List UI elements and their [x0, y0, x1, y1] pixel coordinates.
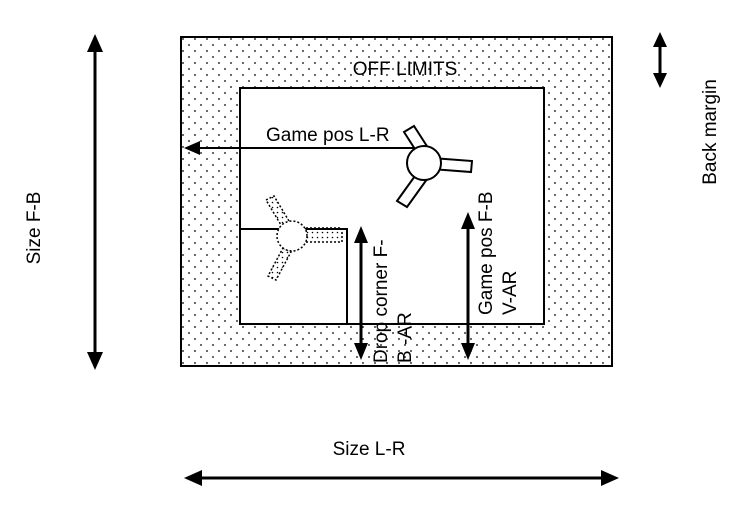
game-pos-lr-arrow — [184, 141, 420, 155]
game-pos-lr-label: Game pos L-R — [266, 125, 390, 146]
size-fb-label: Size F-B — [24, 192, 45, 265]
back-margin-label: Back margin — [700, 79, 721, 185]
back-margin-arrow — [653, 32, 667, 88]
drop-corner-label-line2: B -AR — [395, 312, 416, 363]
game-pos-fb-arrow — [461, 212, 475, 360]
drop-corner-arrow — [354, 226, 368, 360]
size-lr-arrow — [184, 470, 619, 486]
robot-game-position — [395, 124, 474, 209]
drop-corner-label-line1: Drop corner F- — [371, 239, 392, 363]
off-limits-label: OFF LIMITS — [353, 59, 458, 80]
size-fb-arrow — [87, 34, 103, 370]
arena-area — [239, 87, 545, 325]
size-lr-label: Size L-R — [333, 439, 406, 460]
robot-drop-position — [264, 195, 343, 281]
game-pos-fb-label-line1: Game pos F-B — [476, 191, 497, 315]
game-pos-fb-label-line2: V-AR — [500, 271, 521, 315]
drop-corner-box — [240, 228, 348, 324]
